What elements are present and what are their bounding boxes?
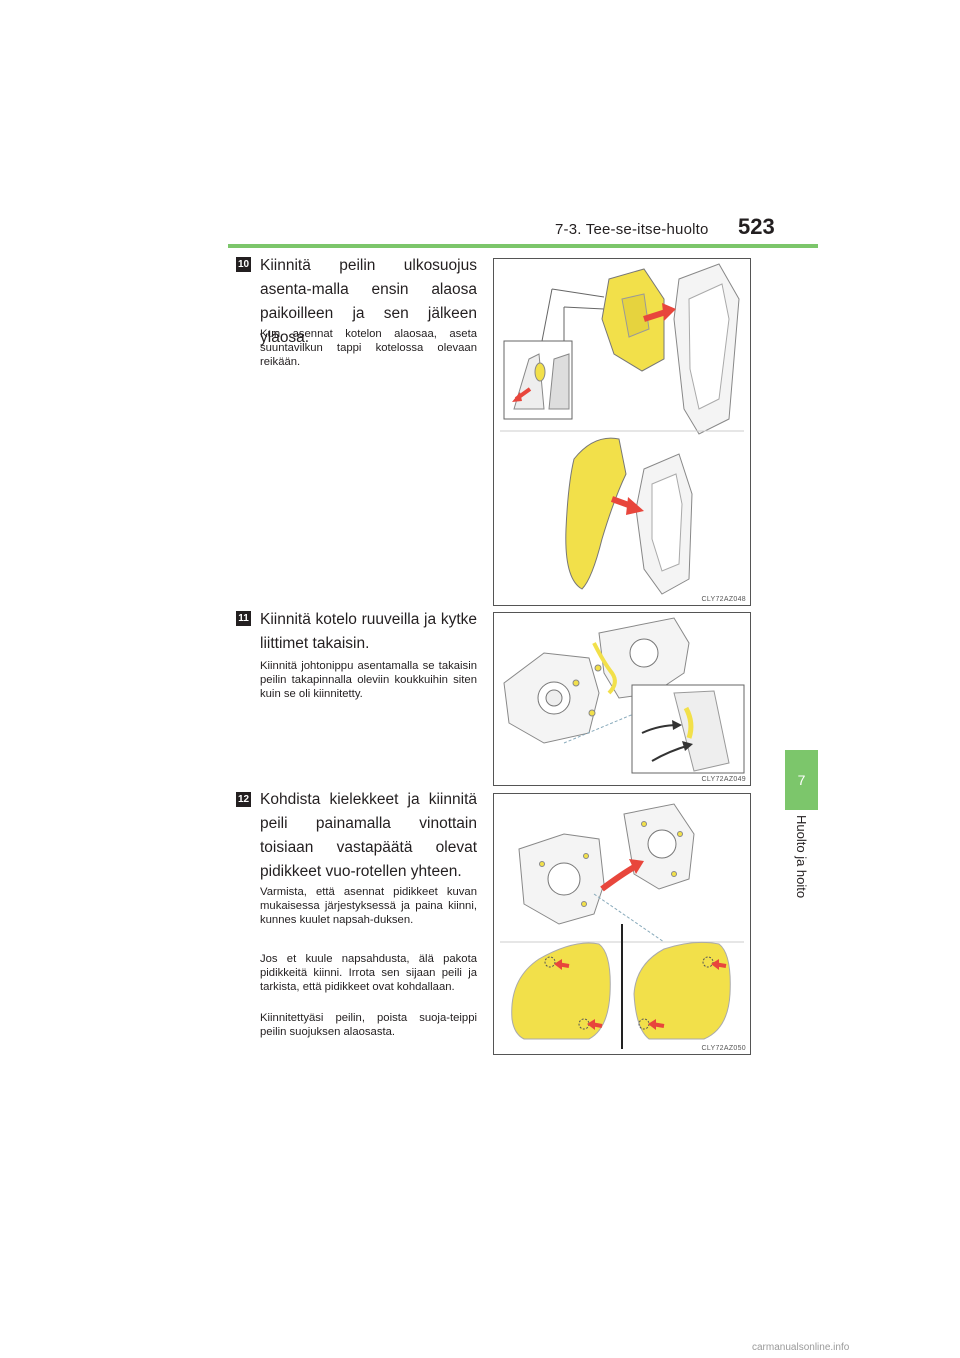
step-badge-10: 10	[236, 257, 251, 272]
chapter-number: 7	[797, 772, 806, 788]
mirror-cover-illustration	[500, 263, 744, 595]
mirror-glass-illustration	[500, 803, 744, 1049]
figure-step-12: CLY72AZ050	[493, 793, 751, 1055]
figure-code: CLY72AZ050	[701, 1045, 746, 1052]
step-badge-12: 12	[236, 792, 251, 807]
step-10-note: Kun asennat kotelon alaosaa, aseta suunt…	[260, 328, 477, 368]
chapter-tab: 7	[785, 750, 818, 810]
step-12-note-2: Jos et kuule napsahdusta, älä pakota pid…	[260, 953, 477, 993]
page-number: 523	[738, 214, 775, 239]
step-12-note-1: Varmista, että asennat pidikkeet kuvan m…	[260, 886, 477, 926]
figure-code: CLY72AZ049	[701, 776, 746, 783]
step-11-instruction: Kiinnitä kotelo ruuveilla ja kytke liitt…	[260, 611, 477, 652]
figure-code: CLY72AZ048	[701, 596, 746, 603]
section-title: 7-3. Tee-se-itse-huolto	[555, 221, 709, 238]
figure-step-11: CLY72AZ049	[493, 612, 751, 786]
step-badge-11: 11	[236, 611, 251, 626]
figure-step-10: CLY72AZ048	[493, 258, 751, 606]
header-divider	[228, 244, 818, 248]
step-11-note: Kiinnitä johtonippu asentamalla se takai…	[260, 660, 477, 700]
step-12-note-3: Kiinnitettyäsi peilin, poista suoja-teip…	[260, 1012, 477, 1038]
step-12-instruction: Kohdista kielekkeet ja kiinnitä peili pa…	[260, 791, 477, 880]
step-10-instruction: Kiinnitä peilin ulkosuojus asenta-malla …	[260, 257, 477, 346]
watermark: carmanualsonline.info	[752, 1342, 850, 1353]
mirror-harness-illustration	[503, 617, 745, 774]
chapter-title: Huolto ja hoito	[794, 815, 809, 899]
